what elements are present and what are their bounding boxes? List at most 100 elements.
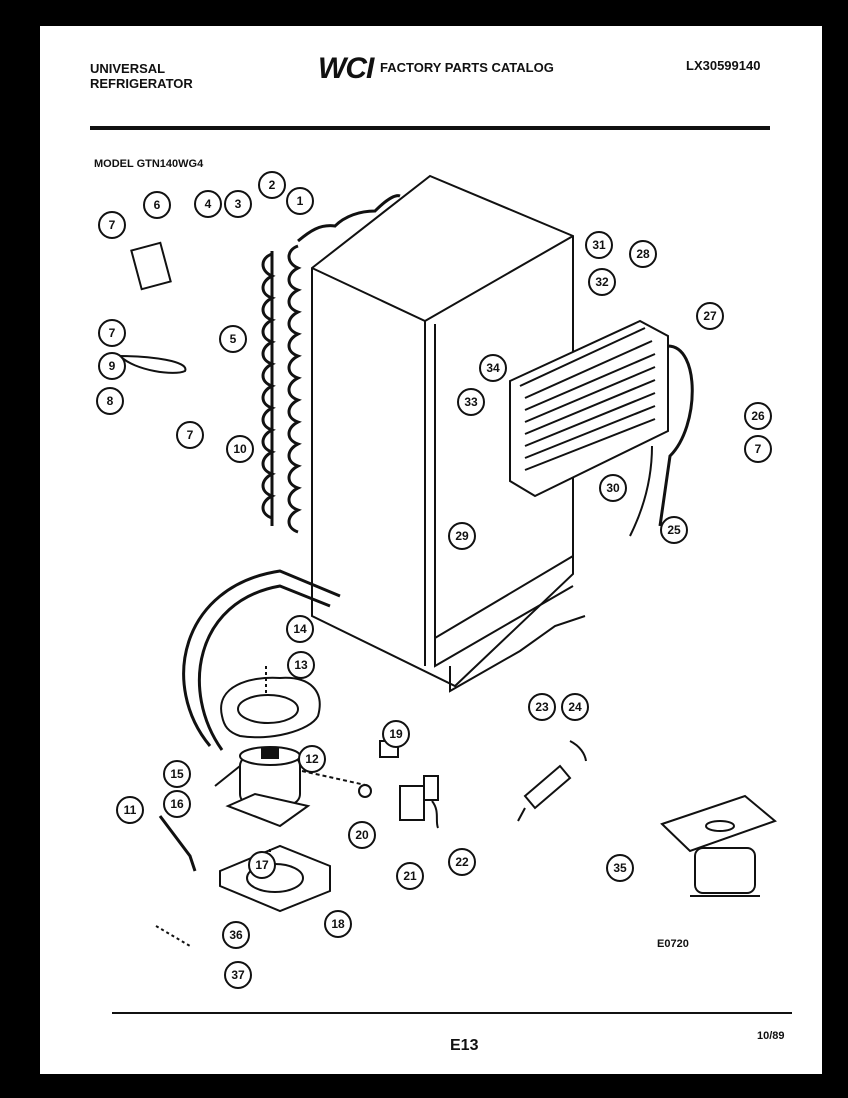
callout-1: 1 [286, 187, 314, 215]
header-rule [90, 126, 770, 130]
callout-number: 36 [229, 928, 243, 942]
callout-22: 22 [448, 848, 476, 876]
callout-13: 13 [287, 651, 315, 679]
mounting-bracket-drawing [219, 844, 331, 913]
callout-circle [287, 651, 315, 679]
callout-number: 25 [667, 523, 681, 537]
page-number: E13 [450, 1037, 479, 1054]
callout-number: 7 [109, 218, 116, 232]
callout-circle [258, 171, 286, 199]
callout-number: 7 [109, 326, 116, 340]
brand-line-2: REFRIGERATOR [90, 76, 193, 91]
callout-circle [479, 354, 507, 382]
callout-number: 35 [613, 861, 627, 875]
callout-circle [194, 190, 222, 218]
callout-circle [696, 302, 724, 330]
callout-35: 35 [606, 854, 634, 882]
callout-30: 30 [599, 474, 627, 502]
callout-circle [744, 402, 772, 430]
callout-7: 7 [98, 319, 126, 347]
footer-rule [112, 1012, 792, 1014]
callout-circle [248, 851, 276, 879]
callout-2: 2 [258, 171, 286, 199]
callout-17: 17 [248, 851, 276, 879]
callout-29: 29 [448, 522, 476, 550]
callout-number: 31 [592, 238, 606, 252]
callout-9: 9 [98, 352, 126, 380]
callout-circle [606, 854, 634, 882]
drain-hose-drawing [182, 569, 341, 751]
callout-circle [219, 325, 247, 353]
callout-number: 28 [636, 247, 650, 261]
callout-number: 24 [568, 700, 582, 714]
callout-25: 25 [660, 516, 688, 544]
callout-number: 34 [486, 361, 500, 375]
callout-6: 6 [143, 191, 171, 219]
callout-circle [448, 522, 476, 550]
callout-number: 12 [305, 752, 319, 766]
callout-group: 1234567777891011121314151617181920212223… [96, 171, 772, 989]
callout-number: 22 [455, 855, 469, 869]
brand-line-1: UNIVERSAL [90, 61, 166, 76]
callout-number: 9 [109, 359, 116, 373]
brand-label: UNIVERSAL REFRIGERATOR [90, 61, 193, 91]
cabinet-drawing [311, 174, 586, 693]
callout-circle [222, 921, 250, 949]
callout-7: 7 [176, 421, 204, 449]
callout-number: 14 [293, 622, 307, 636]
callout-4: 4 [194, 190, 222, 218]
condenser-coil-drawing [261, 194, 401, 534]
callout-circle [585, 231, 613, 259]
callout-number: 4 [205, 197, 212, 211]
callout-number: 15 [170, 767, 184, 781]
callout-number: 3 [235, 197, 242, 211]
electrical-parts-drawing [358, 740, 439, 829]
callout-number: 7 [187, 428, 194, 442]
revision-date: 10/89 [757, 1030, 785, 1042]
callout-number: 19 [389, 727, 403, 741]
callout-circle [286, 615, 314, 643]
callout-number: 18 [331, 917, 345, 931]
callout-3: 3 [224, 190, 252, 218]
callout-20: 20 [348, 821, 376, 849]
callout-8: 8 [96, 387, 124, 415]
callout-circle [528, 693, 556, 721]
callout-number: 10 [233, 442, 247, 456]
callout-number: 30 [606, 481, 620, 495]
left-small-parts-drawing [117, 241, 271, 947]
callout-circle [163, 760, 191, 788]
callout-number: 26 [751, 409, 765, 423]
callout-12: 12 [298, 745, 326, 773]
callout-number: 8 [107, 394, 114, 408]
callout-26: 26 [744, 402, 772, 430]
callout-circle [660, 516, 688, 544]
callout-10: 10 [226, 435, 254, 463]
drain-pan-drawing [220, 666, 321, 739]
exploded-parts-diagram: 1234567777891011121314151617181920212223… [96, 171, 777, 989]
callout-27: 27 [696, 302, 724, 330]
callout-circle [298, 745, 326, 773]
callout-37: 37 [224, 961, 252, 989]
callout-32: 32 [588, 268, 616, 296]
callout-19: 19 [382, 720, 410, 748]
callout-16: 16 [163, 790, 191, 818]
callout-circle [224, 190, 252, 218]
callout-number: 2 [269, 178, 276, 192]
callout-11: 11 [116, 796, 144, 824]
callout-circle [98, 211, 126, 239]
catalog-number: LX30599140 [686, 58, 761, 73]
callout-circle [588, 268, 616, 296]
callout-circle [226, 435, 254, 463]
callout-31: 31 [585, 231, 613, 259]
callout-number: 32 [595, 275, 609, 289]
callout-circle [599, 474, 627, 502]
callout-circle [116, 796, 144, 824]
callout-14: 14 [286, 615, 314, 643]
callout-circle [224, 961, 252, 989]
callout-number: 20 [355, 828, 369, 842]
callout-number: 7 [755, 442, 762, 456]
callout-circle [96, 387, 124, 415]
callout-circle [382, 720, 410, 748]
callout-33: 33 [457, 388, 485, 416]
callout-15: 15 [163, 760, 191, 788]
